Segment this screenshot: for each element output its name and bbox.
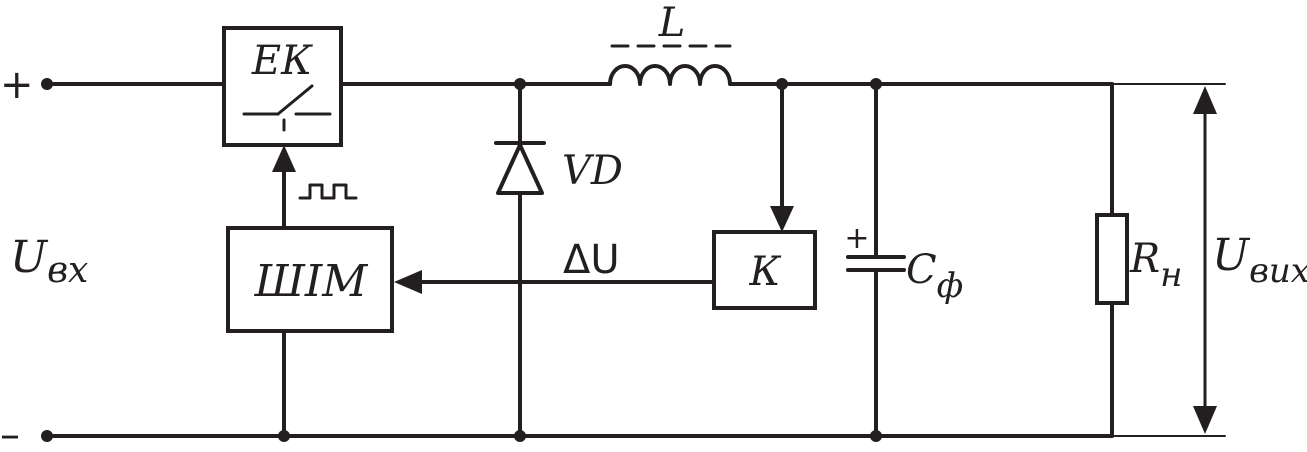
switch-label: ЕК (251, 38, 313, 84)
terminal-plus-label: + (0, 62, 34, 108)
junctions (41, 78, 882, 442)
terminal-minus-dot (41, 430, 53, 442)
input-voltage-main: U (10, 232, 49, 283)
load-resistor: Rн (1095, 213, 1183, 305)
terminal-plus-dot (41, 78, 53, 90)
output-voltage-label: Uвих (1212, 230, 1307, 291)
pwm-label: ШІМ (254, 256, 369, 307)
junction-dot (870, 430, 882, 442)
inductor-label: L (658, 0, 686, 46)
pulse-waveform-icon (298, 183, 358, 200)
junction-dot (514, 78, 526, 90)
inductor-coil (608, 64, 740, 86)
load-label-sub: н (1160, 255, 1182, 295)
pwm-box (226, 226, 394, 333)
junction-dot (870, 78, 882, 90)
load-label: Rн (1129, 236, 1183, 295)
wires (45, 82, 1226, 438)
load-label-main: R (1129, 236, 1160, 282)
junction-dot (278, 430, 290, 442)
comparator-block: К (712, 230, 817, 310)
capacitor-label: Cф (906, 247, 963, 306)
capacitor-polarity: + (844, 221, 869, 256)
comparator-box (712, 230, 817, 310)
input-voltage-sub: вх (47, 250, 88, 291)
diode-triangle (496, 143, 544, 195)
output-voltage-arrow (1193, 86, 1217, 434)
comparator-label: К (749, 249, 782, 295)
arrow-to-pwm (394, 270, 422, 294)
arrow-to-switch (272, 145, 296, 172)
capacitor-label-main: C (906, 247, 937, 293)
junction-dot (514, 430, 526, 442)
error-signal-label: ΔU (563, 237, 620, 283)
output-voltage-main: U (1212, 230, 1251, 281)
output-voltage-sub: вих (1249, 251, 1307, 291)
diode: VD (494, 141, 623, 195)
resistor-body (1095, 213, 1129, 305)
pwm-block: ШІМ (226, 226, 394, 333)
inductor: L (608, 0, 740, 86)
capacitor: + Cф (844, 221, 963, 306)
output-arrow-head-up (1193, 86, 1217, 114)
switch-blade (276, 84, 314, 116)
input-voltage-label: Uвх (10, 232, 88, 291)
switch-block: ЕК (222, 26, 343, 147)
diode-label: VD (562, 148, 623, 194)
terminal-minus-label: – (0, 412, 20, 452)
capacitor-label-sub: ф (937, 266, 964, 306)
output-arrow-head-down (1193, 406, 1217, 434)
arrow-to-comparator (770, 206, 794, 232)
junction-dot (776, 78, 788, 90)
